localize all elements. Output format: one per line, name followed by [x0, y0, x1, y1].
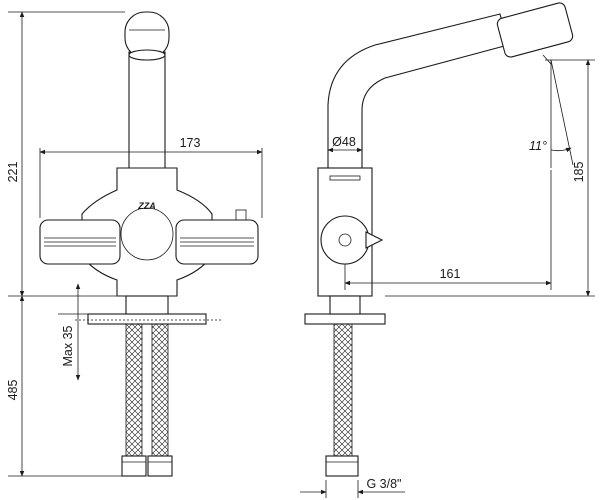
- front-view: ZZA 173 221: [6, 11, 263, 477]
- side-plate-hose: [304, 295, 386, 477]
- brand-mark: ZZA: [137, 201, 156, 211]
- dim-angle-label: 11°: [529, 139, 547, 153]
- front-hoses: [121, 323, 173, 477]
- side-view: Ø48 11° 185 161 G 3/8: [300, 2, 595, 498]
- front-left-lever: [39, 219, 121, 265]
- dim-d48: Ø48: [327, 135, 363, 153]
- side-spout: [327, 2, 574, 171]
- front-spout: [124, 11, 170, 171]
- dim-173-label: 173: [180, 136, 201, 150]
- dim-max35: Max 35: [58, 283, 88, 381]
- dim-thread: G 3/8": [300, 477, 405, 498]
- dim-thread-label: G 3/8": [366, 477, 401, 491]
- dim-485: 485: [6, 295, 122, 477]
- dim-221: 221: [6, 11, 125, 297]
- dim-173: 173: [39, 136, 263, 218]
- dim-185-label: 185: [572, 162, 586, 183]
- dim-185: 185: [385, 59, 595, 297]
- side-body: [317, 167, 384, 297]
- front-right-lever: [175, 219, 259, 265]
- front-mounting-plate: [75, 295, 222, 325]
- dim-161-label: 161: [440, 267, 461, 281]
- dim-485-label: 485: [6, 380, 20, 401]
- dim-221-label: 221: [6, 162, 20, 183]
- dim-max35-label: Max 35: [61, 325, 75, 366]
- dim-d48-label: Ø48: [332, 135, 356, 149]
- dim-angle: 11°: [529, 59, 574, 168]
- dim-161: 161: [344, 170, 552, 290]
